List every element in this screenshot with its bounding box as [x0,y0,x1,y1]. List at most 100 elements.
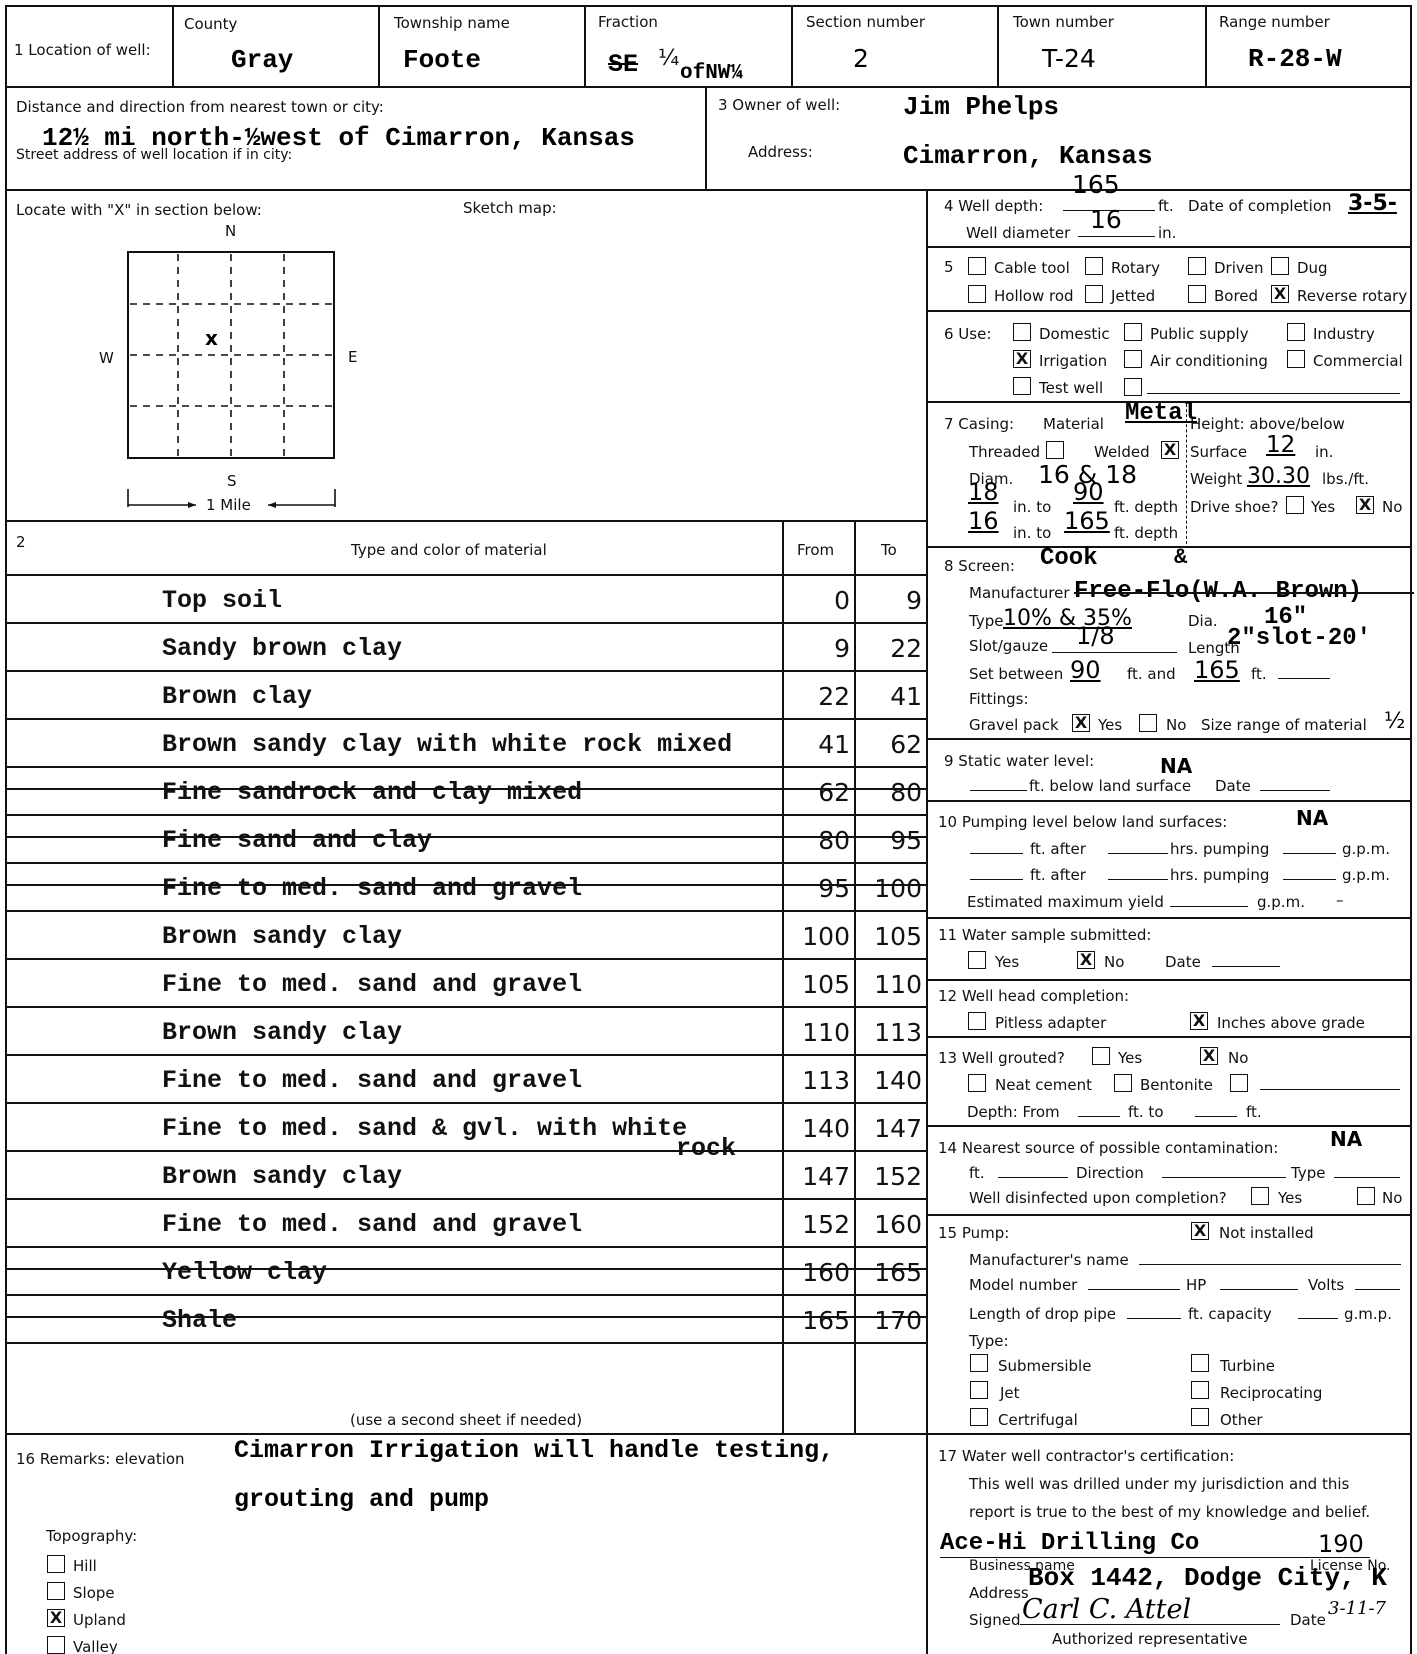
cert-date: 3-11-7 [1328,1598,1386,1619]
centrifugal-checkbox[interactable] [970,1408,988,1426]
county-label: County [184,15,238,33]
size-range-label: Size range of material [1201,716,1367,734]
grouted-yes-checkbox[interactable] [1092,1047,1110,1065]
method-label: Hollow rod [994,287,1074,305]
bentonite-label: Bentonite [1140,1076,1213,1094]
grouted-no-checkbox[interactable]: X [1200,1047,1218,1065]
use-label: Irrigation [1039,352,1108,370]
range-label: Range number [1219,13,1330,31]
method-checkbox-0[interactable] [968,257,986,275]
cert-line2: report is true to the best of my knowled… [969,1503,1371,1521]
not-installed-label: Not installed [1219,1224,1314,1242]
topography-checkbox-2[interactable]: X [47,1609,65,1627]
log-from-header: From [797,541,835,559]
casing-row1-depth: ft. depth [1114,498,1179,516]
jet-checkbox[interactable] [970,1381,988,1399]
use-checkbox-4[interactable] [1124,350,1142,368]
slot-value: 1/8 [1076,622,1115,650]
neat-cement-checkbox[interactable] [968,1074,986,1092]
pumping-hrs-2: hrs. pumping [1170,866,1270,884]
remarks-line2: grouting and pump [234,1485,490,1514]
pumping-ft-after-1: ft. after [1030,840,1086,858]
manufacturer-label: Manufacturer [969,584,1070,602]
log-from: 140 [802,1114,850,1143]
turbine-checkbox[interactable] [1191,1354,1209,1372]
submersible-label: Submersible [998,1357,1092,1375]
gravel-yes-checkbox[interactable]: X [1072,714,1090,732]
use-checkbox-1[interactable] [1124,323,1142,341]
depth-label: 4 Well depth: [944,197,1044,215]
log-to: 22 [890,634,922,663]
casing-material: Metal [1125,400,1198,427]
method-checkbox-6[interactable] [1188,285,1206,303]
method-checkbox-2[interactable] [1188,257,1206,275]
log-material: Shale [162,1306,238,1335]
compass-w: W [99,349,114,367]
casing-label: 7 Casing: [944,415,1015,433]
drive-shoe-no-checkbox[interactable]: X [1356,496,1374,514]
sample-label: 11 Water sample submitted: [938,926,1152,944]
reciprocating-checkbox[interactable] [1191,1381,1209,1399]
use-checkbox-3[interactable]: X [1013,350,1031,368]
county-value: Gray [231,45,294,75]
log-material: Sandy brown clay [162,634,403,663]
sample-no-checkbox[interactable]: X [1077,951,1095,969]
method-label: Cable tool [994,259,1070,277]
method-checkbox-5[interactable] [1085,285,1103,303]
casing-row2-into: in. to [1013,524,1052,542]
turbine-label: Turbine [1220,1357,1275,1375]
wellhead-label: 12 Well head completion: [938,987,1130,1005]
log-from: 110 [802,1018,850,1047]
set-to: 165 [1194,656,1240,684]
section-value: 2 [853,44,869,73]
township-label: Township name [394,14,510,32]
use-checkbox-5[interactable] [1287,350,1305,368]
mile-label: 1 Mile [206,496,251,514]
method-checkbox-7[interactable]: X [1271,285,1289,303]
dia-value: 16" [1264,604,1308,631]
disinfect-yes-checkbox[interactable] [1251,1187,1269,1205]
not-installed-checkbox[interactable]: X [1191,1222,1209,1240]
use-checkbox-6[interactable] [1013,377,1031,395]
grout-other-checkbox[interactable] [1230,1074,1248,1092]
use-label: Public supply [1150,325,1249,343]
use-other-checkbox[interactable] [1124,378,1142,396]
pump-volts-label: Volts [1308,1276,1345,1294]
inches-above-checkbox[interactable]: X [1190,1012,1208,1030]
location-label: 1 Location of well: [14,41,151,59]
bentonite-checkbox[interactable] [1114,1074,1132,1092]
topography-checkbox-1[interactable] [47,1582,65,1600]
log-to: 170 [874,1306,922,1335]
diam-value: 16 & 18 [1038,460,1138,489]
method-checkbox-1[interactable] [1085,257,1103,275]
disinfect-yes: Yes [1278,1189,1303,1207]
submersible-checkbox[interactable] [970,1354,988,1372]
street-label: Street address of well location if in ci… [16,147,293,163]
topography-checkbox-3[interactable] [47,1636,65,1654]
sample-yes-checkbox[interactable] [968,951,986,969]
log-from: 62 [818,778,850,807]
welded-checkbox[interactable]: X [1161,441,1179,459]
method-checkbox-3[interactable] [1271,257,1289,275]
method-checkbox-4[interactable] [968,285,986,303]
compass-s: S [227,472,237,490]
drive-shoe-yes-checkbox[interactable] [1286,496,1304,514]
log-material: Fine to med. sand & gvl. with white [162,1114,688,1143]
other-pump-checkbox[interactable] [1191,1408,1209,1426]
log-from: 160 [802,1258,850,1287]
log-to: 41 [890,682,922,711]
gravel-no-checkbox[interactable] [1139,714,1157,732]
use-checkbox-0[interactable] [1013,323,1031,341]
topography-checkbox-0[interactable] [47,1555,65,1573]
fittings-label: Fittings: [969,690,1029,708]
town-label: Town number [1013,13,1114,31]
use-checkbox-2[interactable] [1287,323,1305,341]
threaded-checkbox[interactable] [1046,441,1064,459]
disinfect-no-checkbox[interactable] [1357,1187,1375,1205]
slot-label: Slot/gauze [969,637,1049,655]
location-mark: x [205,326,218,350]
pitless-checkbox[interactable] [968,1012,986,1030]
static-label: 9 Static water level: [944,752,1095,770]
diam-label: Diam. [969,470,1014,488]
log-to: 62 [890,730,922,759]
